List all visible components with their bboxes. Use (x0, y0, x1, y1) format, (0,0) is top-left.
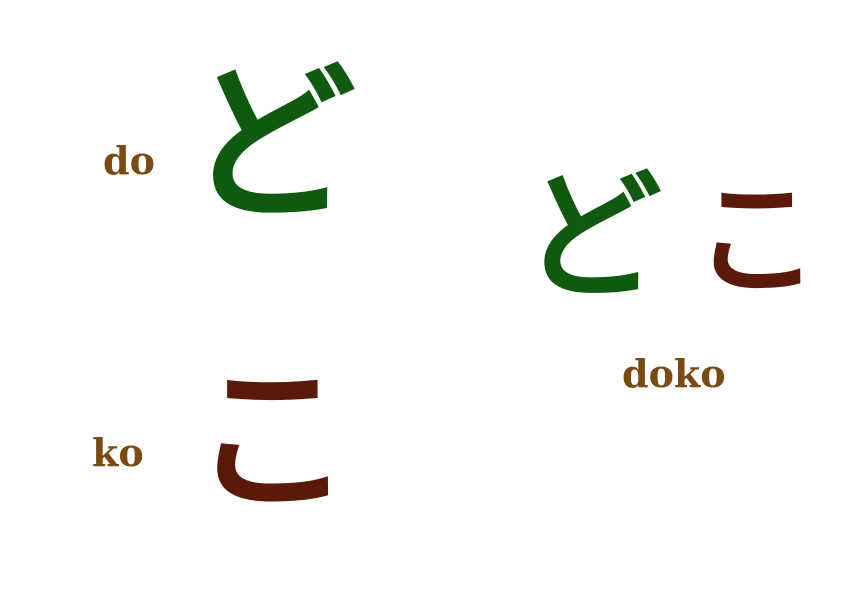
romaji-label-do: do (103, 138, 155, 183)
hiragana-ko: こ (192, 346, 353, 533)
romaji-label-ko: ko (92, 430, 144, 475)
hiragana-doko-second: こ (694, 168, 819, 313)
hiragana-do: ど (186, 46, 357, 244)
romaji-label-doko: doko (622, 351, 726, 396)
hiragana-doko-first: ど (522, 156, 663, 319)
